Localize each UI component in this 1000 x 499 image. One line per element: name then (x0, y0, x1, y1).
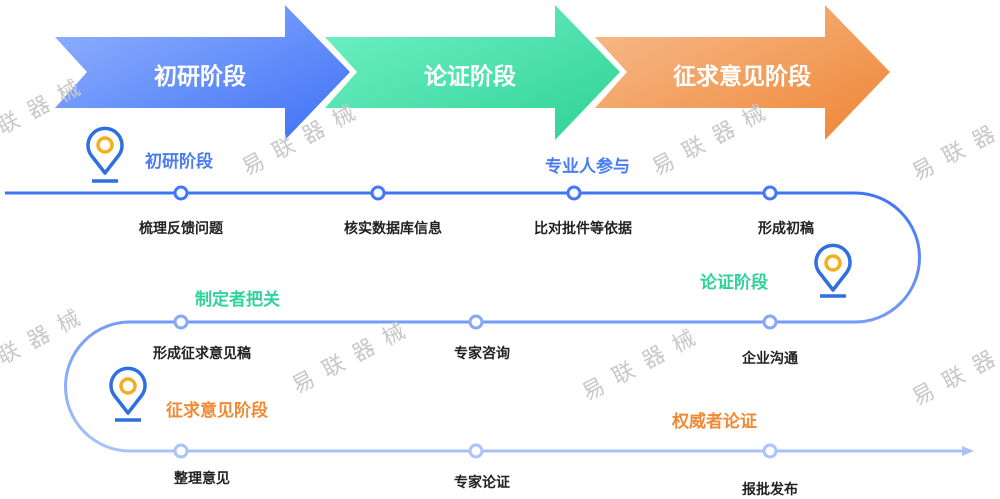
node-label: 梳理反馈问题 (139, 221, 223, 237)
arrow-label-stage2: 论证阶段 (424, 64, 516, 90)
arrow-label-stage1: 初研阶段 (154, 64, 246, 90)
node-label: 核实数据库信息 (344, 221, 442, 237)
arrow-shape-stage1 (55, 5, 350, 140)
node-label: 企业沟通 (742, 351, 798, 367)
arrow-shape-stage3 (595, 5, 890, 140)
stage-label-setters: 制定者把关 (195, 290, 280, 310)
node-label: 专家论证 (454, 475, 510, 491)
timeline-end-arrow (962, 446, 974, 456)
node-label: 形成征求意见稿 (153, 346, 251, 362)
pin-icon (86, 126, 124, 183)
stage-label-stage3: 征求意见阶段 (166, 401, 268, 421)
arrow-shape-stage2 (325, 5, 620, 140)
stage-label-authority: 权威者论证 (672, 412, 757, 432)
pin-icon (109, 366, 147, 422)
pin-icon (814, 243, 852, 298)
timeline-path (5, 191, 968, 453)
node-label: 报批发布 (742, 482, 798, 498)
stage-label-stage2: 论证阶段 (700, 273, 768, 293)
node-label: 比对批件等依据 (534, 221, 632, 237)
stage-label-stage1: 初研阶段 (145, 152, 213, 172)
stage-label-participants: 专业人参与 (545, 157, 630, 177)
node-label: 形成初稿 (758, 221, 814, 237)
node-label: 整理意见 (174, 471, 230, 487)
arrow-label-stage3: 征求意见阶段 (673, 64, 811, 90)
node-label: 专家咨询 (454, 346, 510, 362)
